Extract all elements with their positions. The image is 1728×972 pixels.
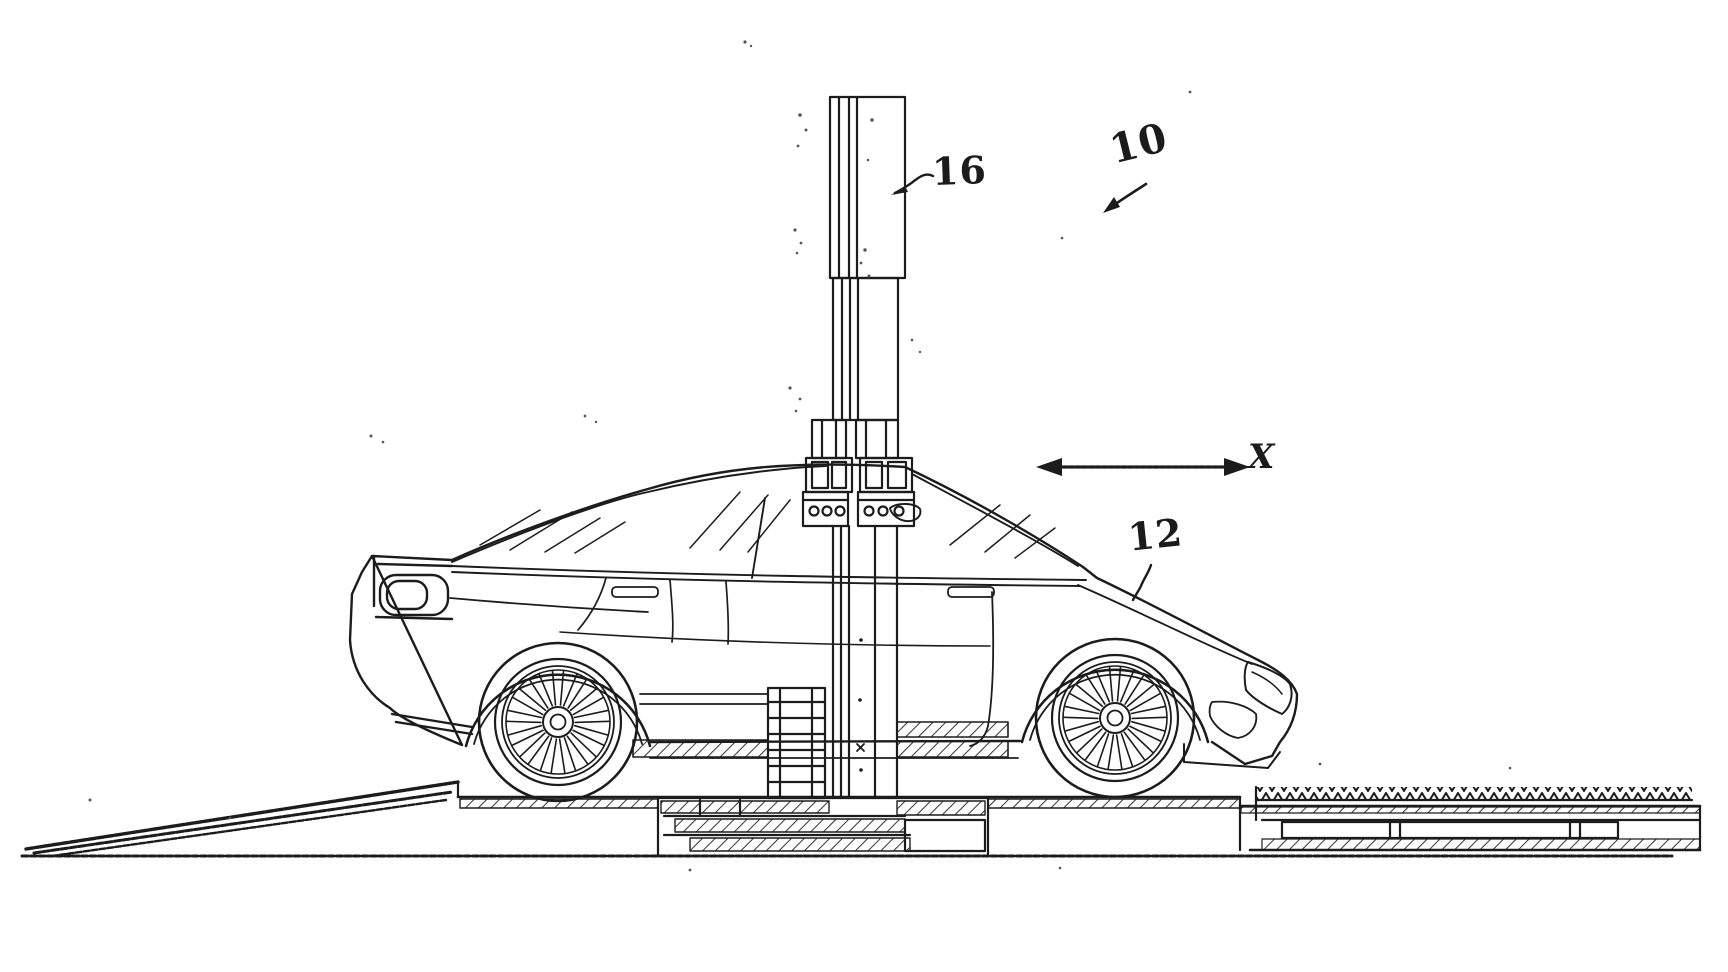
front-splitter xyxy=(1183,743,1281,769)
front-wheel xyxy=(1034,637,1196,799)
roof-clamp-blocks xyxy=(801,456,916,528)
leader-line-16 xyxy=(891,173,935,195)
ground-and-platforms xyxy=(20,780,1702,858)
side-mirror xyxy=(889,503,922,523)
front-door-handle xyxy=(947,586,995,598)
front-intake xyxy=(1208,700,1258,739)
rear-wheel xyxy=(477,641,639,803)
ladder-support-frame xyxy=(766,686,827,800)
entry-ramp xyxy=(24,780,460,858)
headlight xyxy=(1243,661,1293,715)
ref-label-16: 16 xyxy=(931,147,987,194)
rear-wheel-spokes xyxy=(505,669,611,774)
window-glass-hatch xyxy=(479,491,1056,559)
mast-upper-section xyxy=(828,95,907,280)
tail-light xyxy=(374,573,454,621)
lift-mast xyxy=(632,95,1009,800)
conveyor-platform xyxy=(1238,785,1702,852)
lift-base-box xyxy=(656,796,990,858)
mast-carriage xyxy=(810,418,900,460)
scan-noise-speckles xyxy=(88,40,1512,872)
annotations xyxy=(891,173,1250,602)
vehicle-outline xyxy=(348,463,1299,769)
axis-label-x: X xyxy=(1248,440,1275,474)
leader-arrow-10 xyxy=(1103,182,1148,213)
corrugated-strip xyxy=(1256,787,1692,800)
ref-label-16-text: 16 xyxy=(931,147,988,194)
mast-through-vehicle xyxy=(831,524,899,800)
axis-label-x-text: X xyxy=(1248,437,1276,477)
ref-label-12: 12 xyxy=(1126,509,1185,559)
dimension-arrow-x xyxy=(1036,458,1250,476)
leader-line-12 xyxy=(1131,563,1153,602)
rear-door-handle xyxy=(611,586,659,598)
lift-arms xyxy=(632,693,1009,758)
ref-label-12-text: 12 xyxy=(1125,509,1186,560)
